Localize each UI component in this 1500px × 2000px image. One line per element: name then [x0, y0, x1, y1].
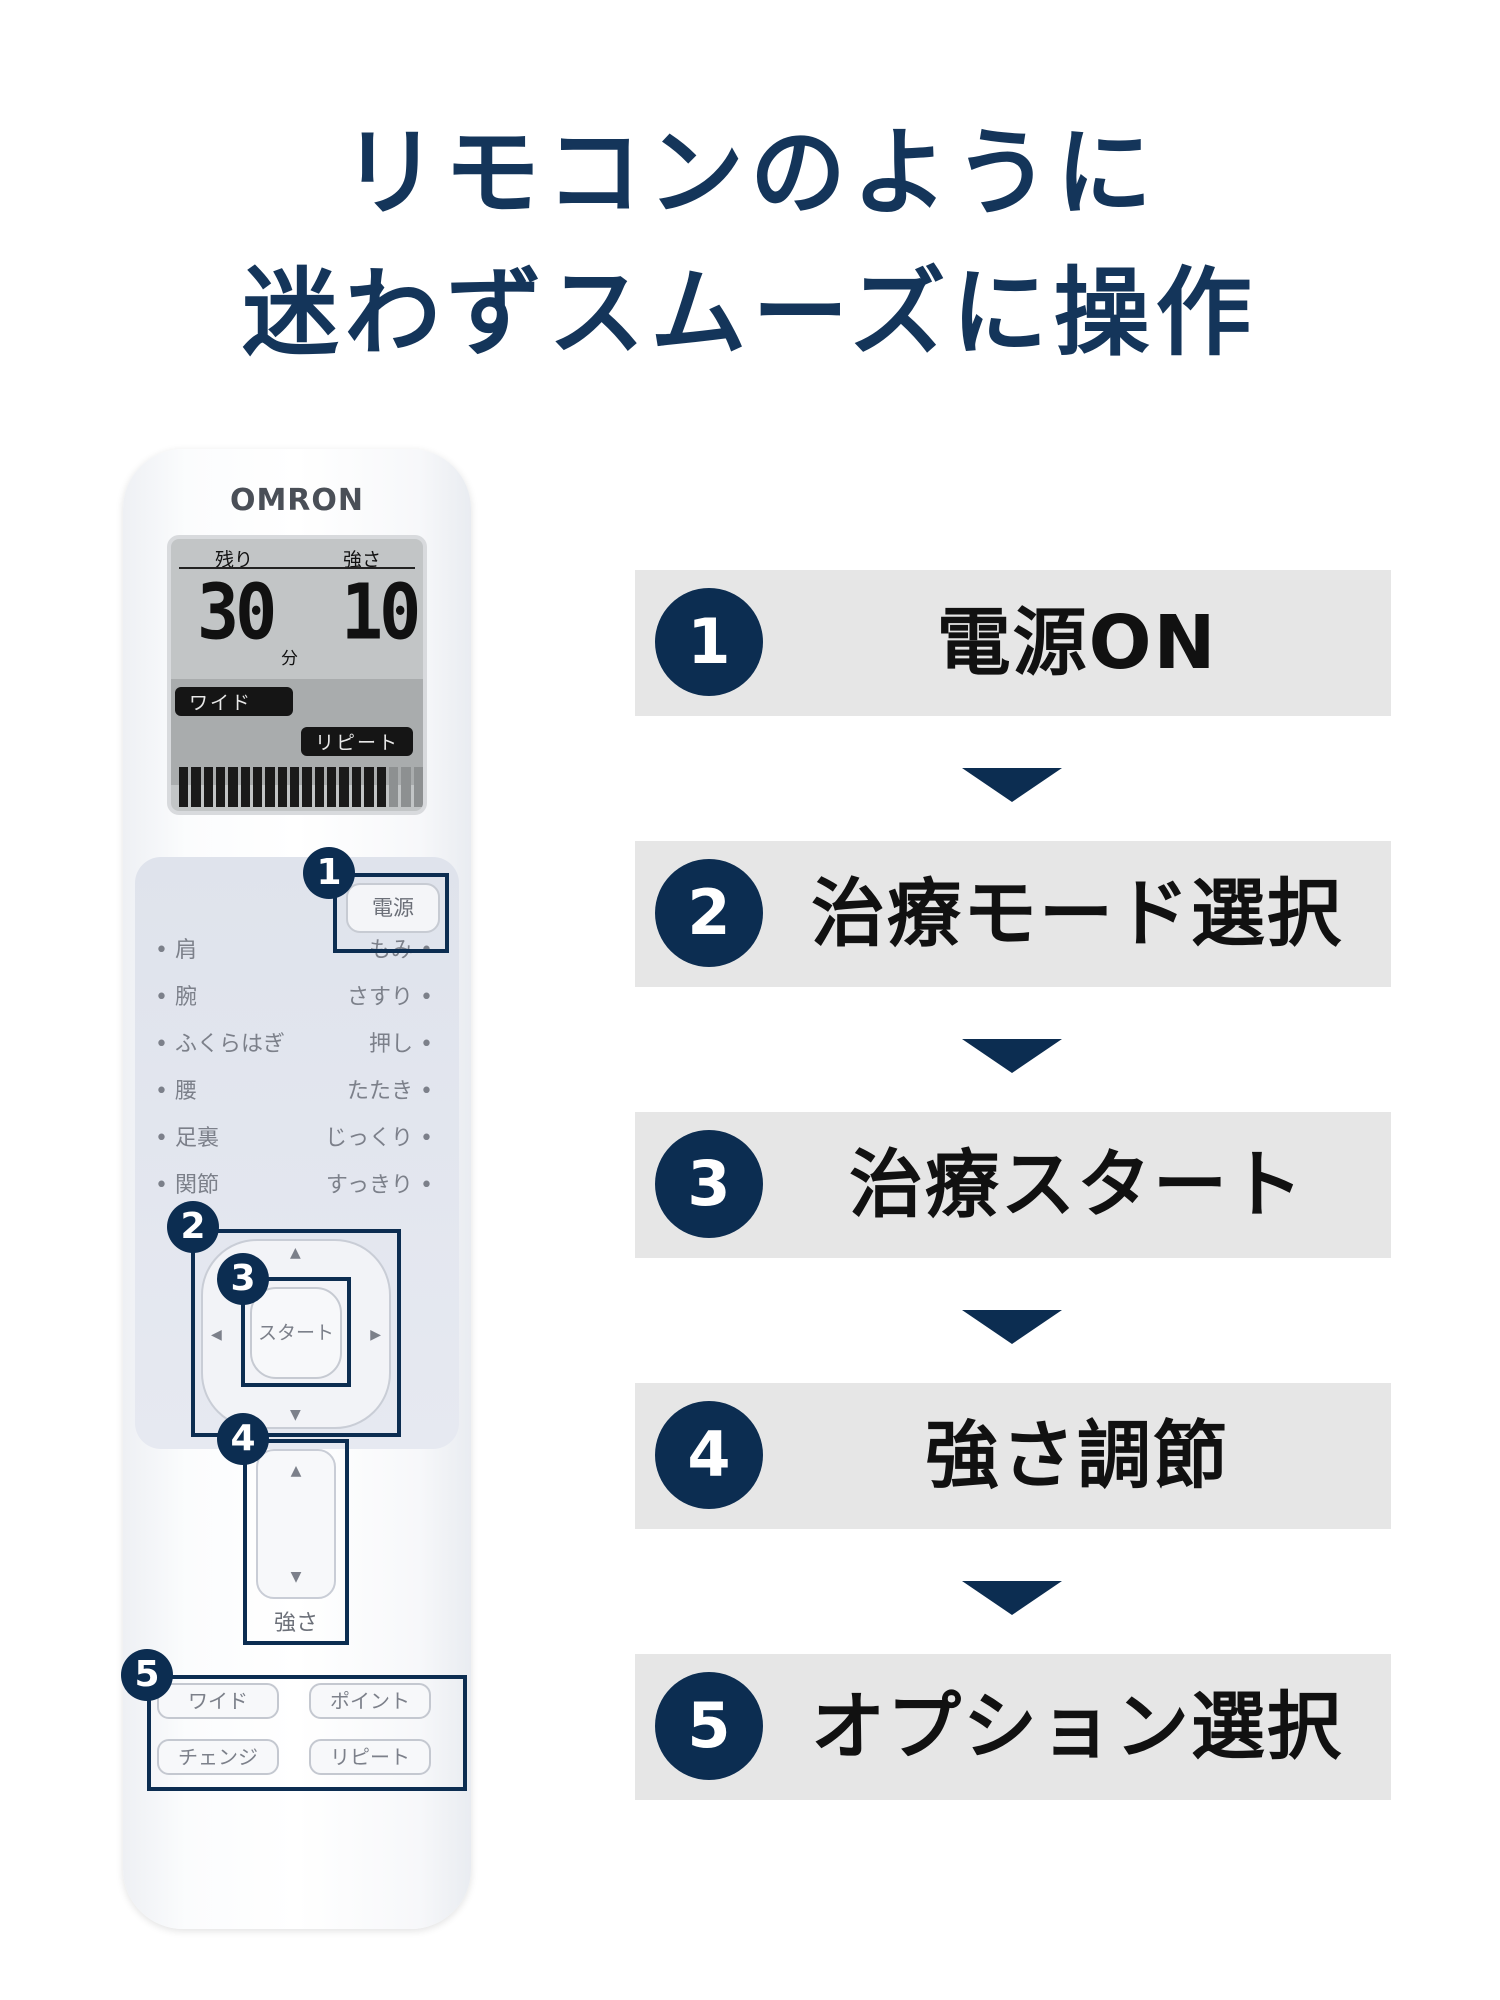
left-arrow-icon[interactable]: ◀ — [211, 1327, 222, 1343]
strength-up-icon[interactable]: ▲ — [290, 1463, 302, 1479]
headline-line-1: リモコンのように — [342, 117, 1158, 229]
option-change-button[interactable]: チェンジ — [157, 1739, 279, 1775]
callout-box-2 — [191, 1229, 401, 1437]
right-arrow-icon[interactable]: ▶ — [370, 1327, 381, 1343]
callout-badge-5: 5 — [121, 1649, 173, 1701]
step-number-badge: 1 — [655, 588, 763, 696]
body-part-item: • 腕 — [155, 985, 197, 1010]
step-number-badge: 5 — [655, 1672, 763, 1780]
technique-item: すっきり • — [325, 1173, 433, 1198]
up-arrow-icon[interactable]: ▲ — [290, 1245, 301, 1261]
step-label: オプション選択 — [811, 1684, 1343, 1770]
step-label: 強さ調節 — [925, 1413, 1229, 1499]
step-5: 5 オプション選択 — [635, 1654, 1391, 1800]
callout-box-4 — [243, 1439, 349, 1645]
technique-item: じっくり • — [325, 1126, 433, 1151]
option-wide-button[interactable]: ワイド — [157, 1683, 279, 1719]
body-part-list: • 肩 • 腕 • ふくらはぎ • 腰 • 足裏 • 関節 — [155, 927, 285, 1209]
callout-badge-1: 1 — [303, 847, 355, 899]
step-2: 2 治療モード選択 — [635, 841, 1391, 987]
lcd-strength-label: 強さ — [343, 549, 382, 571]
body-part-item: • 肩 — [155, 938, 197, 963]
lcd-mode-repeat: リピート — [301, 727, 414, 756]
lcd-display: 残り 強さ 30 分 10 ワイド リピート — [167, 535, 427, 815]
callout-badge-2: 2 — [167, 1201, 219, 1253]
strength-rocker[interactable]: ▲ ▼ — [256, 1449, 336, 1599]
callout-box-5 — [147, 1675, 467, 1791]
step-label: 治療スタート — [849, 1142, 1305, 1228]
start-button[interactable]: スタート — [250, 1287, 342, 1379]
down-triangle-icon — [962, 768, 1062, 802]
step-3: 3 治療スタート — [635, 1112, 1391, 1258]
callout-box-1 — [333, 873, 449, 953]
lcd-divider — [179, 567, 415, 569]
brand-logo: OMRON — [229, 483, 365, 518]
technique-item: 押し • — [369, 1032, 433, 1057]
down-triangle-icon — [962, 1039, 1062, 1073]
down-triangle-icon — [962, 1581, 1062, 1615]
lcd-remaining-value: 30 — [197, 566, 277, 658]
lcd-strength-bars — [179, 767, 423, 807]
down-triangle-icon — [962, 1310, 1062, 1344]
body-part-item: • 関節 — [155, 1173, 219, 1198]
lcd-mode-wide: ワイド — [175, 687, 293, 716]
technique-list: もみ • さすり • 押し • たたき • じっくり • すっきり • — [325, 927, 433, 1209]
option-point-button[interactable]: ポイント — [309, 1683, 431, 1719]
down-arrow-icon[interactable]: ▼ — [290, 1407, 301, 1423]
step-number-badge: 4 — [655, 1401, 763, 1509]
callout-badge-3: 3 — [217, 1253, 269, 1305]
strength-down-icon[interactable]: ▼ — [290, 1569, 302, 1585]
lcd-strength-value: 10 — [341, 566, 421, 658]
power-button[interactable]: 電源 — [346, 883, 440, 933]
step-label: 電源ON — [936, 600, 1218, 686]
technique-item: さすり • — [347, 985, 433, 1010]
step-4: 4 強さ調節 — [635, 1383, 1391, 1529]
step-label: 治療モード選択 — [811, 871, 1343, 957]
headline-line-2: 迷わずスムーズに操作 — [242, 257, 1258, 369]
strength-label: 強さ — [273, 1611, 318, 1636]
callout-badge-4: 4 — [217, 1413, 269, 1465]
callout-box-3 — [241, 1277, 351, 1387]
step-number-badge: 2 — [655, 859, 763, 967]
technique-item: たたき • — [347, 1079, 433, 1104]
body-part-item: • 腰 — [155, 1079, 197, 1104]
body-part-item: • ふくらはぎ — [155, 1032, 285, 1057]
step-1: 1 電源ON — [635, 570, 1391, 716]
option-repeat-button[interactable]: リピート — [309, 1739, 431, 1775]
remote-control: OMRON 残り 強さ 30 分 10 ワイド リピート 電源 • 肩 • 腕 … — [121, 449, 471, 1929]
lcd-remaining-unit: 分 — [281, 649, 298, 669]
step-number-badge: 3 — [655, 1130, 763, 1238]
body-part-item: • 足裏 — [155, 1126, 219, 1151]
lcd-remaining-label: 残り — [215, 549, 254, 571]
